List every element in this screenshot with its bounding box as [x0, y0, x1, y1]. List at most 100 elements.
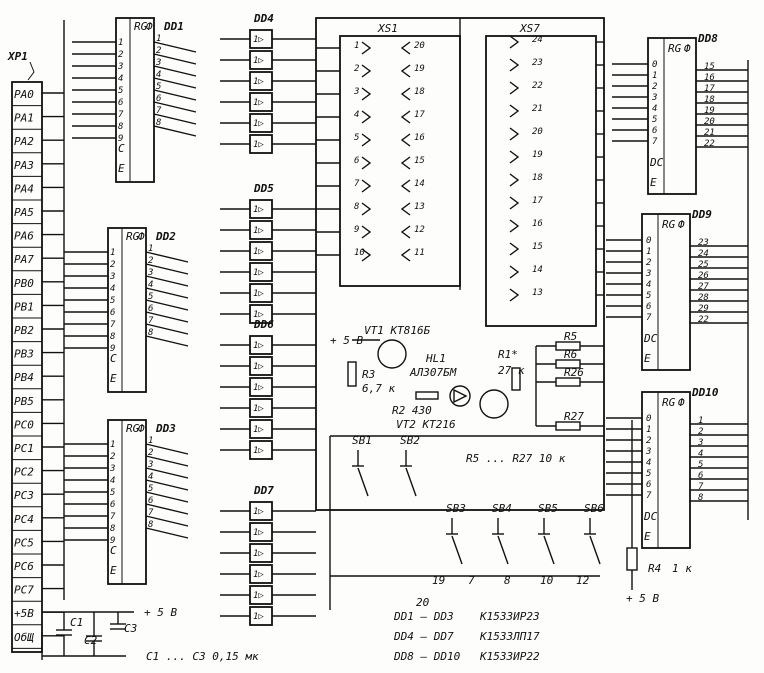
register-output-pin: 7	[148, 316, 154, 326]
register-input-pin: 3	[109, 464, 115, 474]
register-output-pin: 26	[698, 271, 709, 281]
socket-contact-icon	[361, 110, 372, 124]
xp1-pin-label: PC5	[14, 536, 34, 549]
register-output-mark: Ф	[138, 230, 145, 243]
register-output-pin: 18	[704, 95, 715, 105]
capacitor-note: C1 ... C3 0,15 мк	[146, 650, 259, 663]
register-output-pin: 4	[698, 449, 703, 459]
switch-contact-icon	[405, 467, 417, 497]
register-output-pin: 22	[704, 139, 715, 149]
socket-contact-icon	[400, 248, 411, 262]
register-output-pin: 8	[148, 520, 153, 530]
buffer-cell-label: 1▷	[253, 289, 264, 299]
xs1-pin-number-right: 14	[414, 179, 425, 189]
xs1-pin-number: 8	[354, 202, 359, 212]
buffer-cell-label: 1▷	[253, 140, 264, 150]
register-input-pin: 4	[110, 476, 115, 486]
buffer-cell-label: 1▷	[253, 35, 264, 45]
switch-contact-icon	[589, 535, 601, 565]
resistor-r26-icon	[555, 377, 581, 387]
register-output-pin: 2	[148, 256, 153, 266]
xp1-pin-label: PA2	[14, 135, 34, 148]
register-input-pin: 1	[652, 71, 657, 81]
register-input-pin: 5	[646, 469, 651, 479]
xp1-pin-label: PA5	[14, 206, 34, 219]
register-name: DD2	[155, 230, 176, 243]
vt2-label: VT2 KT216	[396, 418, 456, 431]
xp1-pin-label: PB2	[14, 324, 34, 337]
r3-label: R3	[362, 368, 375, 381]
resistor-r3-icon	[347, 361, 357, 387]
xp1-pin-label: PB5	[14, 395, 34, 408]
register-output-pin: 6	[156, 94, 161, 104]
register-output-pin: 3	[697, 438, 703, 448]
register-output-pin: 1	[148, 436, 153, 446]
buffer-groups: DD41▷1▷1▷1▷1▷1▷DD51▷1▷1▷1▷1▷1▷DD61▷1▷1▷1…	[220, 12, 316, 626]
switch-label: SB6	[584, 502, 604, 515]
register-input-pin: 5	[646, 291, 651, 301]
register-name: DD10	[691, 386, 719, 399]
socket-contact-icon	[361, 156, 372, 170]
register-output-pin: 6	[148, 496, 153, 506]
register-input-pin: 1	[110, 440, 115, 450]
legend-chips-1: DD1 – DD3	[393, 610, 454, 623]
register-output-wire	[153, 101, 197, 113]
register-control-pin: C	[118, 142, 125, 155]
legend-part-3: К1533ИР22	[479, 650, 540, 663]
register-input-pin: 7	[118, 110, 124, 120]
indicator-circuit: + 5 В VT1 KT816Б R3 6,7 к HL1 АЛ307БМ R2…	[329, 324, 604, 610]
register-output-pin: 17	[704, 84, 715, 94]
register-input-pin: 1	[110, 248, 115, 258]
r5-r27-label: R5 ... R27 10 к	[466, 452, 566, 465]
register-output-wire	[145, 263, 189, 275]
register-output-pin: 15	[704, 62, 715, 72]
switch-sb3: SB3	[446, 502, 466, 565]
resistor-r6-label: R6	[564, 348, 578, 361]
register-output-pin: 2	[156, 46, 161, 56]
xp1-pin-label: PC3	[14, 489, 34, 502]
register-output-mark: Ф	[138, 422, 145, 435]
register-control-pin: E	[644, 530, 651, 543]
socket-contact-icon	[509, 196, 520, 210]
register-control-pin: DC	[643, 510, 658, 523]
xp1-pin-label: PB4	[14, 371, 34, 384]
register-output-pin: 24	[698, 249, 709, 259]
socket-contact-icon	[509, 242, 520, 256]
socket-contact-icon	[400, 64, 411, 78]
register-input-pin: 9	[110, 536, 115, 546]
register-output-pin: 8	[156, 118, 161, 128]
register-function: RG	[126, 230, 140, 243]
xp1-pin-label: +5B	[14, 607, 34, 620]
register-output-wire	[153, 125, 197, 137]
register-input-pin: 9	[110, 344, 115, 354]
switch-label: SB4	[492, 502, 512, 515]
xs7-pin-number: 19	[532, 150, 543, 160]
xs1-pin-number: 9	[354, 225, 359, 235]
r4-block: R4 1 к + 5 В	[626, 420, 692, 605]
xp1-pin-label: PA4	[14, 182, 34, 195]
buffer-cell-label: 1▷	[253, 268, 264, 278]
register-input-pin: 3	[645, 447, 651, 457]
register-output-wire	[153, 65, 197, 77]
led-hl1-icon	[449, 385, 471, 407]
socket-contact-icon	[361, 225, 372, 239]
register-output-pin: 5	[148, 484, 153, 494]
r4-supply-label: + 5 В	[626, 592, 659, 605]
socket-contact-icon	[509, 35, 520, 49]
register-output-pin: 8	[698, 493, 703, 503]
register-output-pin: 7	[156, 106, 162, 116]
register-output-pin: 4	[148, 280, 153, 290]
switch-contact-icon	[357, 467, 369, 497]
connector-xp1-label: XP1	[7, 50, 28, 63]
register-input-pin: 6	[652, 126, 657, 136]
xs7-pin-number: 14	[532, 265, 543, 275]
buffer-name: DD4	[253, 12, 274, 25]
socket-contact-icon	[361, 133, 372, 147]
socket-contact-icon	[400, 179, 411, 193]
